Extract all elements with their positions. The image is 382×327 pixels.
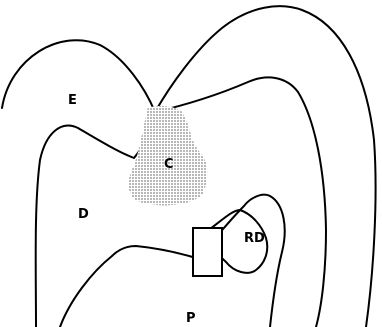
label-enamel: E [68, 93, 77, 108]
caries-region [129, 106, 208, 205]
label-dentin: D [78, 207, 89, 222]
label-caries: C [164, 157, 174, 172]
label-reparative-dentin: RD [244, 231, 265, 246]
label-pulp: P [186, 311, 196, 326]
restoration-box [193, 228, 222, 276]
pulp-chamber-outline [60, 195, 285, 327]
